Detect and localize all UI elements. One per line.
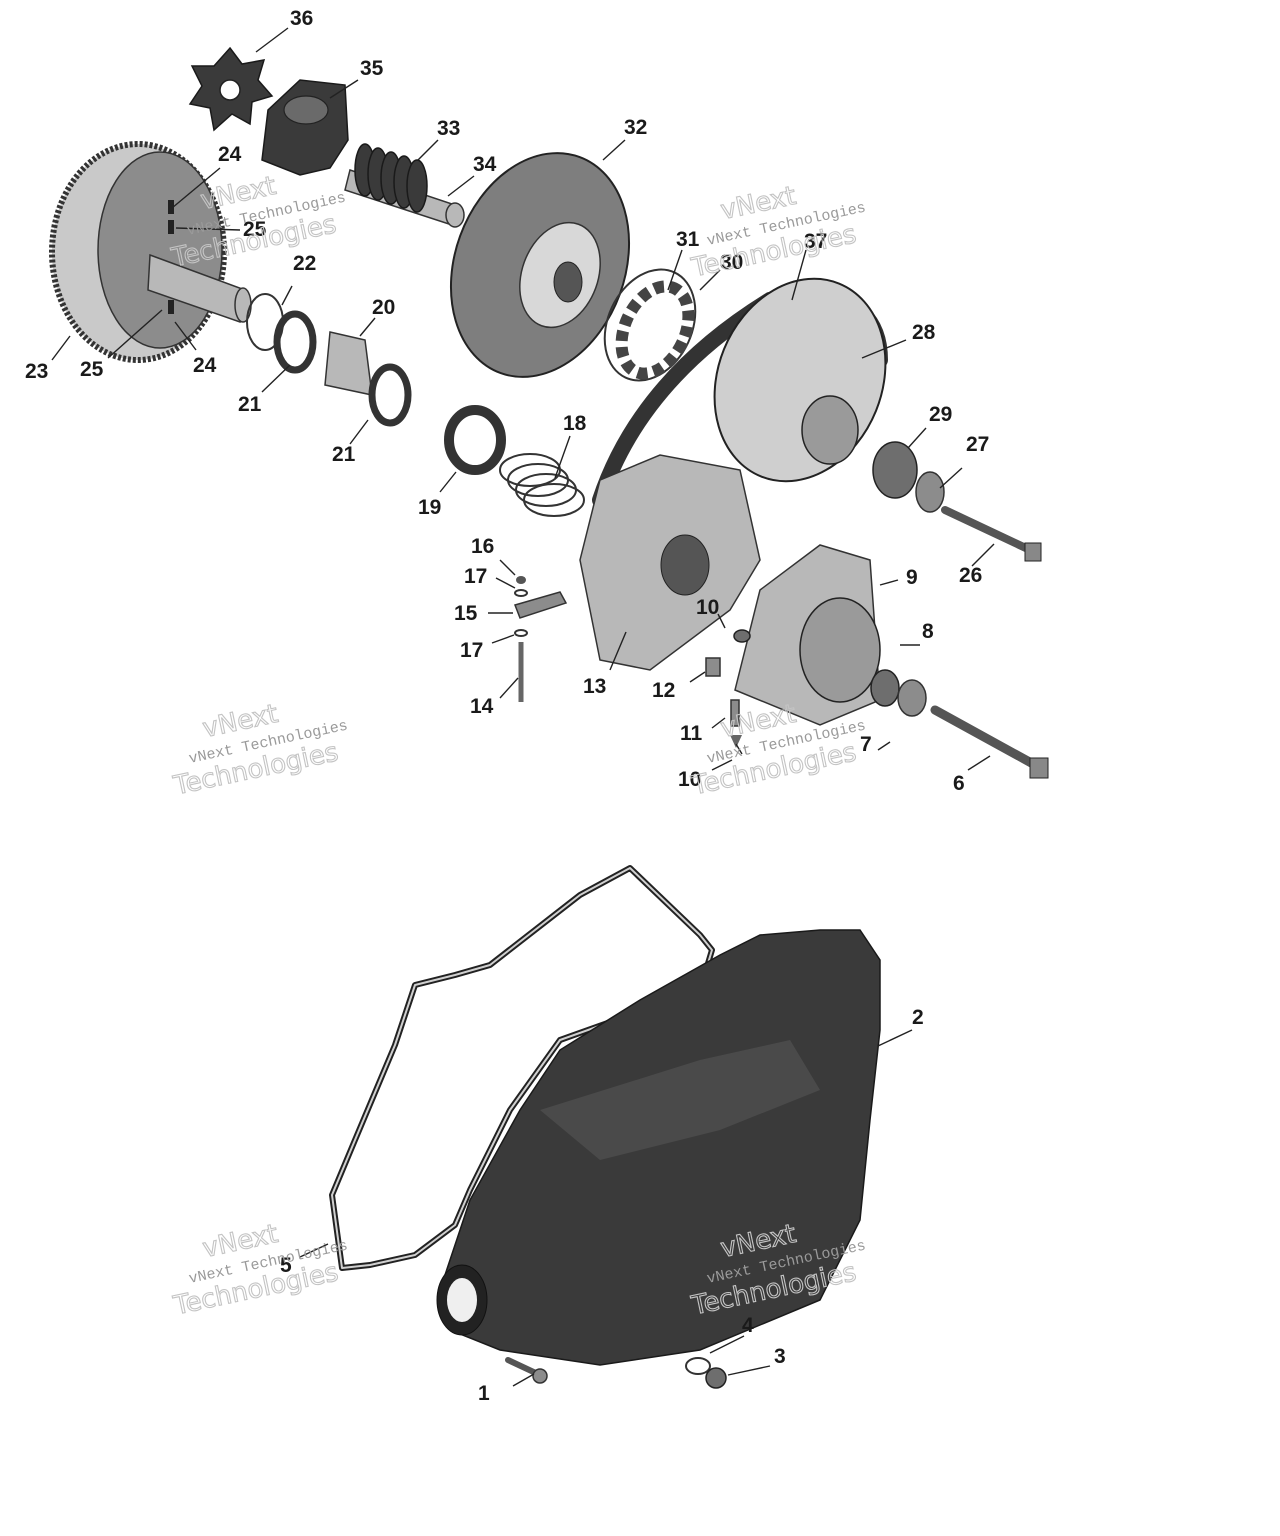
- part-screw-oring-plug: [505, 1357, 727, 1389]
- part-fixed-sheave: [49, 141, 252, 363]
- callout-11: 11: [680, 722, 703, 745]
- callout-5: 5: [280, 1254, 292, 1277]
- watermark-group-mid-left: vNext vNext Technologies Technologies: [170, 698, 350, 802]
- parts-artwork: [49, 46, 1049, 1389]
- part-bearing-washer-bolt: [872, 441, 1042, 562]
- callout-30: 30: [720, 251, 743, 274]
- callout-21-right: 21: [332, 443, 356, 466]
- watermark-group-top-right: vNext vNext Technologies Technologies: [688, 180, 868, 284]
- callout-23: 23: [25, 360, 48, 383]
- callout-2: 2: [912, 1006, 924, 1029]
- callout-1: 1: [478, 1382, 490, 1405]
- callout-27: 27: [966, 433, 989, 456]
- callout-3: 3: [774, 1345, 786, 1368]
- callout-numbers: 1 2 3 4 5 6 7 8 9 10 10 11 12 13 14 15 1…: [25, 7, 989, 1405]
- callout-16: 16: [471, 535, 494, 558]
- callout-22: 22: [293, 252, 316, 275]
- callout-32: 32: [624, 116, 647, 139]
- callout-7: 7: [860, 733, 872, 756]
- callout-4: 4: [742, 1314, 754, 1337]
- callout-9: 9: [906, 566, 918, 589]
- watermark-group-bottom-left: vNext vNext Technologies Technologies: [170, 1218, 350, 1322]
- callout-21-left: 21: [238, 393, 262, 416]
- callout-24-lower: 24: [193, 354, 217, 377]
- part-cam: [261, 79, 349, 176]
- callout-6: 6: [953, 772, 965, 795]
- part-gasket: [329, 865, 715, 1271]
- callout-10-upper: 10: [696, 596, 719, 619]
- callout-18: 18: [563, 412, 587, 435]
- part-cover: [436, 929, 881, 1366]
- part-lever-bolt: [514, 576, 568, 702]
- callout-37: 37: [804, 230, 827, 253]
- callout-25-upper: 25: [243, 218, 267, 241]
- callout-20: 20: [372, 296, 395, 319]
- callout-19: 19: [418, 496, 441, 519]
- callout-35: 35: [360, 57, 384, 80]
- part-belt-pulley: [592, 277, 888, 508]
- callout-29: 29: [929, 403, 952, 426]
- callout-28: 28: [912, 321, 936, 344]
- callout-15: 15: [454, 602, 478, 625]
- callout-8: 8: [922, 620, 934, 643]
- part-small-pins: [705, 629, 751, 748]
- callout-17-lower: 17: [460, 639, 483, 662]
- part-washers-bolt: [870, 669, 1049, 779]
- callout-36: 36: [290, 7, 313, 30]
- callout-34: 34: [473, 153, 497, 176]
- callout-10-lower: 10: [678, 768, 701, 791]
- leader-lines: [51, 27, 995, 1387]
- part-movable-sheave: [449, 152, 631, 378]
- part-arm-assembly: [734, 544, 881, 726]
- part-bearing-spring: [444, 405, 585, 517]
- callout-12: 12: [652, 679, 675, 702]
- part-shaft-spring: [344, 143, 465, 228]
- callout-31: 31: [676, 228, 700, 251]
- callout-24-upper: 24: [218, 143, 242, 166]
- part-spider: [188, 46, 274, 132]
- callout-25-lower: 25: [80, 358, 104, 381]
- callout-33: 33: [437, 117, 460, 140]
- callout-14: 14: [470, 695, 494, 718]
- callout-26: 26: [959, 564, 982, 587]
- part-rings-bushing: [246, 293, 412, 427]
- callout-13: 13: [583, 675, 606, 698]
- callout-17-upper: 17: [464, 565, 487, 588]
- part-housing: [579, 454, 761, 671]
